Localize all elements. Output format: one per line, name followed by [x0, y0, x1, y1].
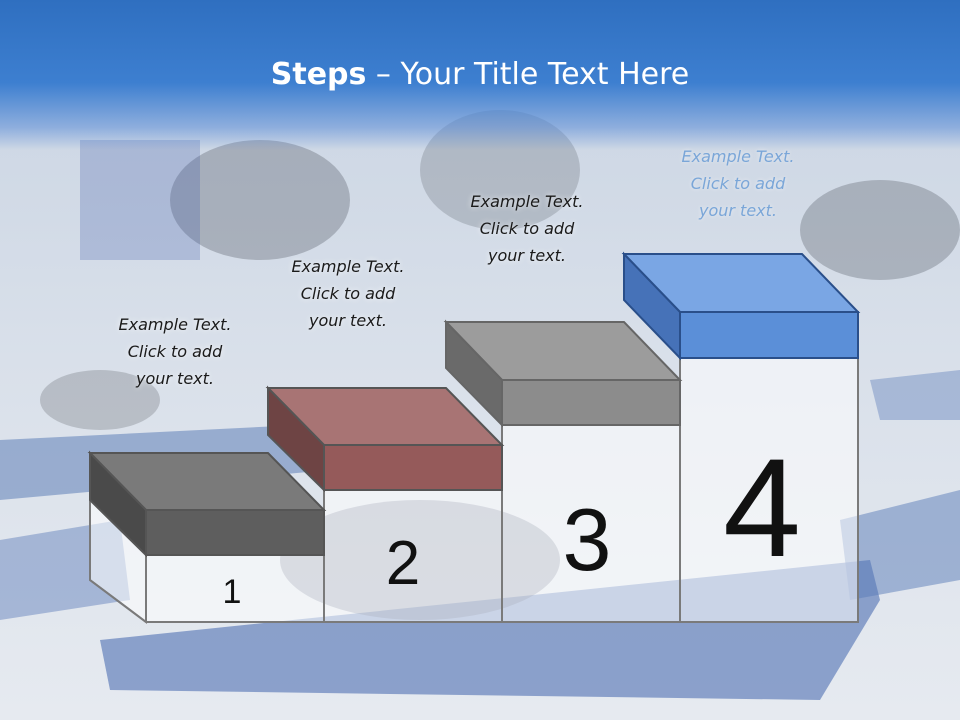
step-block-4[interactable] — [621, 251, 861, 361]
step-block-1[interactable] — [87, 450, 327, 558]
caption-line: Click to add — [300, 284, 396, 303]
step-column-3[interactable] — [501, 424, 681, 623]
step-number-3: 3 — [563, 490, 612, 589]
caption-line: Click to add — [127, 342, 223, 361]
step-caption-3[interactable]: Example Text. Click to add your text. — [442, 188, 612, 269]
caption-line: Example Text. — [470, 192, 584, 211]
title-bold: Steps — [270, 57, 367, 92]
window-shape — [80, 140, 200, 260]
mat-shape — [870, 370, 960, 420]
step-number-4: 4 — [723, 429, 801, 586]
step-block-2[interactable] — [265, 385, 505, 493]
caption-line: your text. — [698, 201, 777, 220]
caption-line: your text. — [135, 369, 214, 388]
figure-shape — [40, 370, 160, 430]
page-title[interactable]: Steps – Your Title Text Here — [0, 55, 960, 95]
caption-line: Example Text. — [118, 315, 232, 334]
figure-shape — [800, 180, 960, 280]
caption-line: Example Text. — [681, 147, 795, 166]
caption-line: Click to add — [479, 219, 575, 238]
step-caption-2[interactable]: Example Text. Click to add your text. — [263, 253, 433, 334]
step-column-4[interactable] — [679, 357, 859, 623]
step-number-1: 1 — [223, 573, 242, 611]
caption-line: Click to add — [690, 174, 786, 193]
figure-shape — [170, 140, 350, 260]
step-caption-4[interactable]: Example Text. Click to add your text. — [653, 143, 823, 224]
title-band — [0, 0, 960, 150]
step-block-3[interactable] — [443, 319, 683, 428]
step-number-2: 2 — [386, 529, 420, 598]
step-caption-1[interactable]: Example Text. Click to add your text. — [90, 311, 260, 392]
caption-line: your text. — [308, 311, 387, 330]
caption-line: Example Text. — [291, 257, 405, 276]
column-edge — [89, 500, 147, 624]
title-rest: – Your Title Text Here — [366, 57, 690, 92]
mat-shape — [840, 490, 960, 600]
caption-line: your text. — [487, 246, 566, 265]
